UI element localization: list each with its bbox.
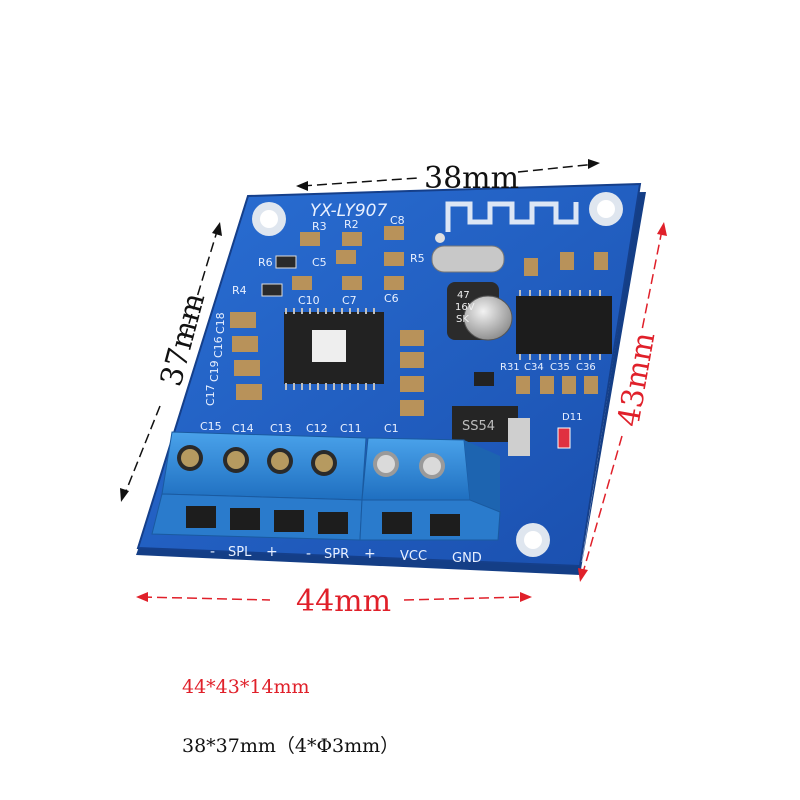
mounting-hole-icon <box>252 202 286 236</box>
label-c7: C7 <box>342 294 357 307</box>
transistor <box>474 372 494 386</box>
screw-icon <box>419 453 445 479</box>
label-c13: C13 <box>270 422 292 435</box>
speaker-terminal-block <box>151 431 367 541</box>
label-c36: C36 <box>576 362 596 373</box>
spr-plus-label: + <box>364 546 376 562</box>
arrow-right-icon <box>520 592 532 602</box>
label-r5: R5 <box>410 252 425 265</box>
caption-hole-spacing: 38*37mm（4*Φ3mm） <box>182 735 400 757</box>
screw-icon <box>177 445 203 471</box>
arrow-down-icon <box>120 488 129 502</box>
arrow-left-icon <box>136 592 148 602</box>
screw-icon <box>311 450 337 476</box>
label-r6: R6 <box>258 256 273 269</box>
label-c1: C1 <box>384 422 399 435</box>
label-r31: R31 <box>500 362 520 373</box>
label-c10: C10 <box>298 294 320 307</box>
label-d11: D11 <box>562 412 582 423</box>
power-terminal-block <box>359 437 501 541</box>
arrow-up-icon <box>657 222 667 236</box>
screw-icon <box>267 448 293 474</box>
capacitor-value-label: 47 <box>457 290 470 301</box>
label-c15: C15 <box>200 420 222 433</box>
silkscreen-labels: R3 R2 C8 R6 C5 R5 R4 C10 C7 C6 C18 C16 C… <box>200 214 596 435</box>
capacitor-series-label: SK <box>456 314 469 325</box>
schottky-diode: SS54 <box>452 406 530 456</box>
dimension-top-label: 38mm <box>424 161 519 196</box>
label-r2: R2 <box>344 218 359 231</box>
crystal-oscillator <box>431 233 505 273</box>
label-r3: R3 <box>312 220 327 233</box>
arrow-up-icon <box>212 222 222 236</box>
diode-label: SS54 <box>462 419 495 434</box>
spr-minus-label: - <box>306 546 311 562</box>
label-c17: C17 <box>204 384 217 406</box>
amplifier-ic-chip <box>284 308 384 390</box>
arrow-down-icon <box>578 568 588 582</box>
spl-label: SPL <box>228 545 252 560</box>
label-c18: C18 <box>214 312 227 334</box>
dimension-bottom: 44mm <box>136 584 532 619</box>
led-indicator <box>557 427 571 449</box>
label-c35: C35 <box>550 362 570 373</box>
label-c12: C12 <box>306 422 328 435</box>
vcc-label: VCC <box>400 549 427 564</box>
label-r4: R4 <box>232 284 247 297</box>
screw-icon <box>373 451 399 477</box>
arrow-right-icon <box>588 159 600 169</box>
screw-icon <box>223 447 249 473</box>
arrow-left-icon <box>296 181 308 191</box>
spl-minus-label: - <box>210 544 215 560</box>
dimension-bottom-label: 44mm <box>296 584 391 619</box>
spl-plus-label: + <box>266 544 278 560</box>
gnd-label: GND <box>452 551 482 566</box>
dimension-top: 38mm <box>296 159 600 196</box>
label-c6: C6 <box>384 292 399 305</box>
caption-outer-size: 44*43*14mm <box>182 676 310 698</box>
label-c34: C34 <box>524 362 544 373</box>
pcb-antenna-trace <box>445 201 579 232</box>
label-c14: C14 <box>232 422 254 435</box>
mounting-hole-icon <box>516 523 550 557</box>
label-c8: C8 <box>390 214 405 227</box>
label-c16: C16 <box>212 336 225 358</box>
pcb-board: YX-LY907 47 16V SK <box>136 182 646 575</box>
smd-components <box>230 226 608 416</box>
terminal-labels: - SPL + - SPR + VCC GND <box>210 544 482 566</box>
board-model-label: YX-LY907 <box>310 201 387 221</box>
spr-label: SPR <box>324 547 349 562</box>
mounting-hole-icon <box>589 192 623 226</box>
label-c5: C5 <box>312 256 327 269</box>
capacitor-voltage-label: 16V <box>455 302 475 313</box>
bluetooth-ic-chip <box>516 290 612 360</box>
electrolytic-capacitor: 47 16V SK <box>447 282 513 341</box>
label-c11: C11 <box>340 422 362 435</box>
label-c19: C19 <box>208 360 221 382</box>
